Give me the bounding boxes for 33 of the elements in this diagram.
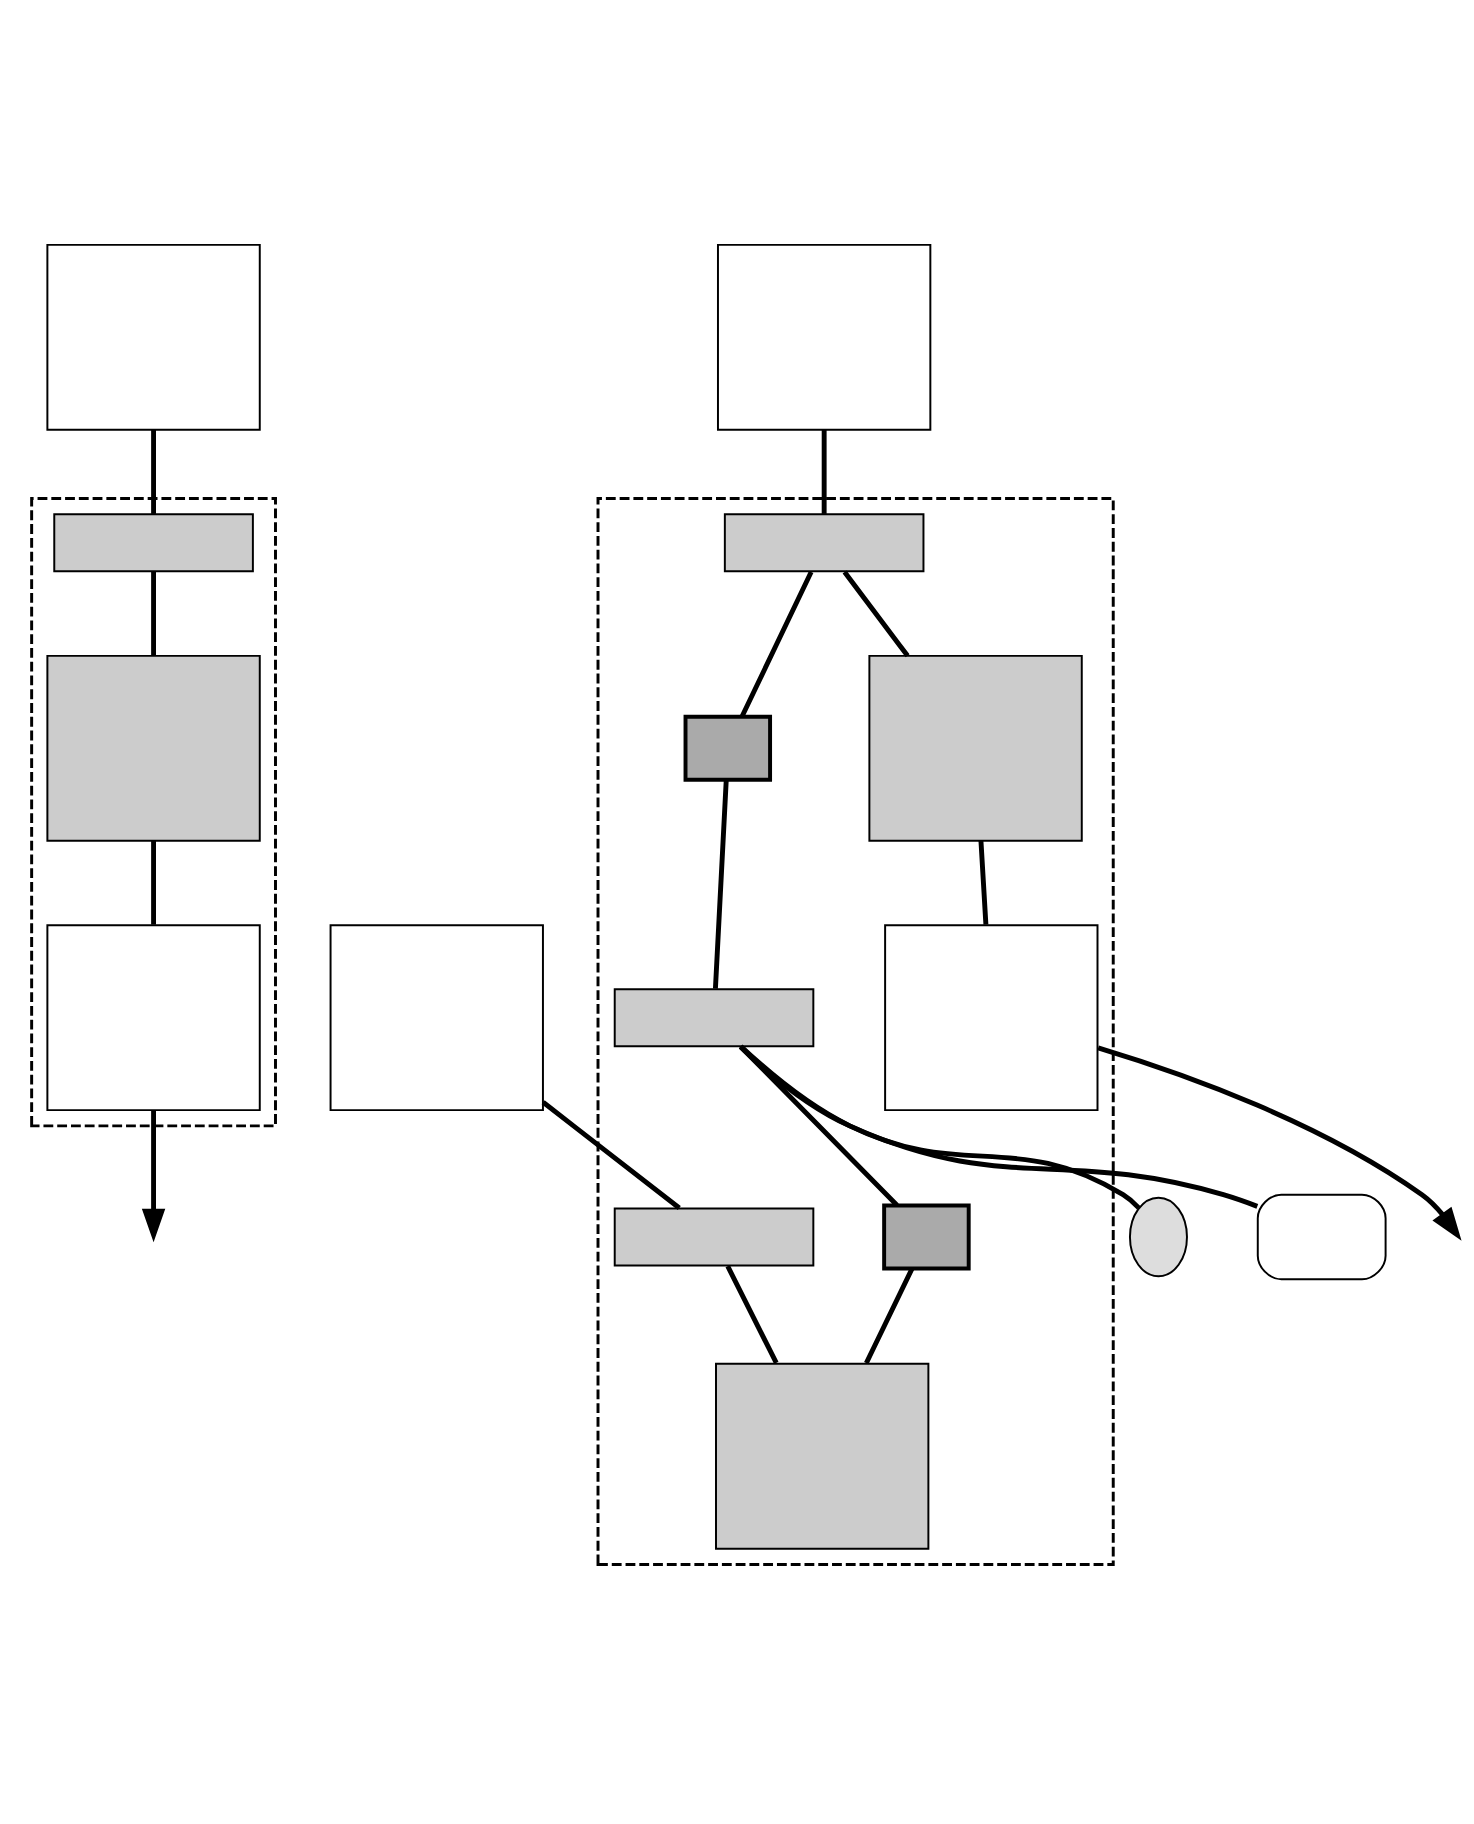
node-bar: [613, 987, 815, 1047]
connector: [738, 1044, 1259, 1209]
connector: [151, 840, 157, 925]
node-box: [46, 923, 261, 1111]
node-box: [46, 654, 261, 842]
cluster: [596, 496, 1115, 1566]
connector: [842, 569, 910, 657]
connector: [739, 570, 814, 717]
node-meter: [683, 714, 773, 782]
connector: [864, 1267, 915, 1364]
node-screen: [1256, 1193, 1387, 1280]
node-lamp: [1128, 1196, 1188, 1277]
connector: [978, 840, 989, 925]
node-meter: [882, 1203, 971, 1270]
node-bar: [613, 1206, 815, 1266]
node-box: [715, 1362, 930, 1550]
node-bar: [723, 512, 925, 572]
arrow: [1097, 1045, 1462, 1241]
connector: [725, 1264, 779, 1364]
connector: [821, 429, 827, 514]
connector: [739, 1043, 1141, 1210]
node-box: [329, 923, 544, 1111]
node-box: [868, 654, 1083, 842]
cluster: [30, 496, 277, 1127]
node-box: [46, 243, 261, 431]
connector: [151, 429, 157, 514]
connector: [712, 779, 729, 989]
node-box: [884, 923, 1099, 1111]
arrow: [141, 1109, 166, 1242]
connector: [541, 1099, 681, 1210]
node-box: [716, 243, 932, 431]
connector: [151, 571, 157, 656]
node-bar: [53, 512, 254, 572]
